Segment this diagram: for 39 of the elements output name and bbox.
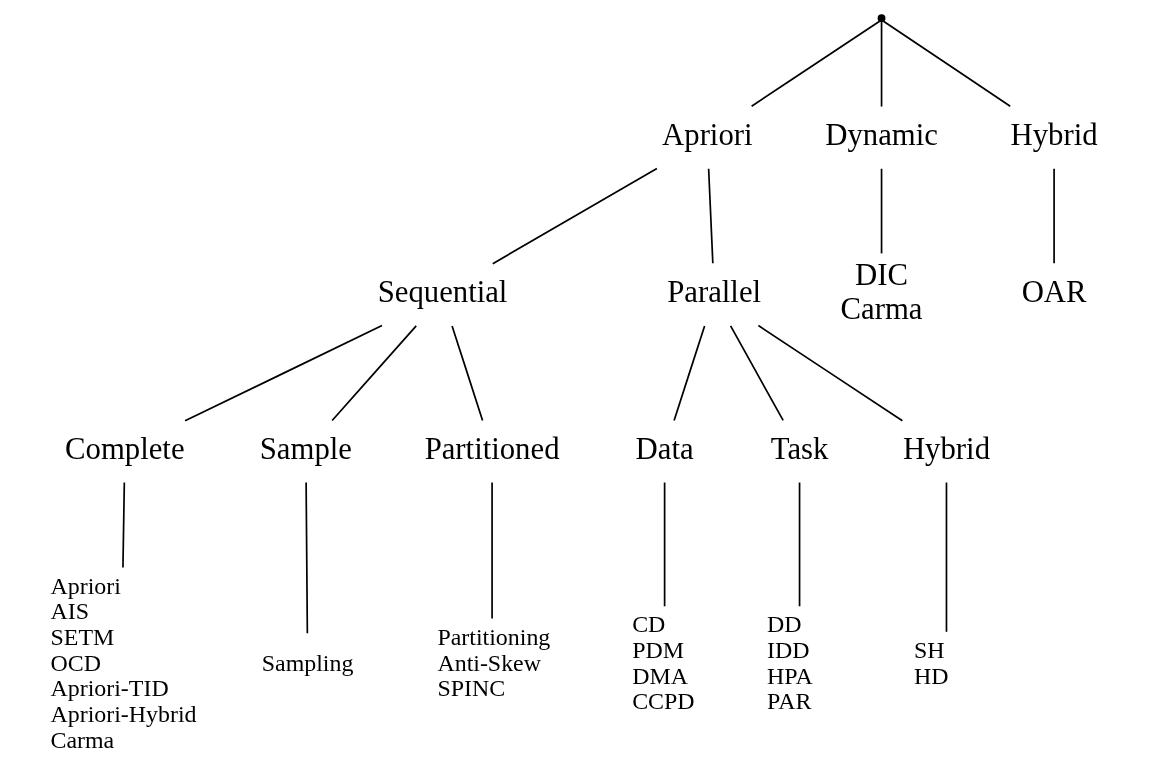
node-point <box>877 14 886 23</box>
node-text: Data <box>635 432 694 467</box>
connector <box>451 325 484 422</box>
node-text: Sequential <box>377 275 508 310</box>
connector <box>945 481 948 633</box>
node-text: Sampling <box>261 649 354 676</box>
node-text: Hybrid <box>902 432 991 467</box>
connector <box>331 325 418 422</box>
connector <box>305 481 309 635</box>
node-text: CD PDM DMA CCPD <box>632 611 695 715</box>
node-text: Sample <box>259 432 352 467</box>
connector <box>491 167 658 265</box>
connector <box>750 20 881 108</box>
connector <box>757 324 904 422</box>
connector <box>122 481 126 569</box>
connector <box>184 324 383 422</box>
node-text: Parallel <box>667 275 762 310</box>
node-text: SH HD <box>914 636 949 689</box>
node-text: Task <box>770 432 829 467</box>
connector <box>707 167 714 265</box>
node-text: Apriori <box>662 117 753 152</box>
connector <box>673 325 706 422</box>
connector <box>798 481 801 608</box>
node-text: Complete <box>65 432 185 467</box>
connector <box>1053 167 1055 265</box>
node-text: OAR <box>1021 275 1087 310</box>
connector <box>882 20 1012 108</box>
node-text: DIC Carma <box>840 257 923 327</box>
node-text: Hybrid <box>1010 117 1098 152</box>
node-text: Partitioning Anti-Skew SPINC <box>437 624 551 702</box>
connector <box>491 481 493 620</box>
node-text: Apriori AIS SETM OCD Apriori-TID Apriori-Hybrid Carma <box>50 572 197 753</box>
node-text: DD IDD HPA PAR <box>767 611 813 715</box>
connector <box>880 167 883 255</box>
node-text: Dynamic <box>825 117 938 152</box>
node-text: Partitioned <box>424 432 560 467</box>
connector <box>663 481 666 608</box>
connector <box>729 325 784 422</box>
connector <box>880 21 883 108</box>
